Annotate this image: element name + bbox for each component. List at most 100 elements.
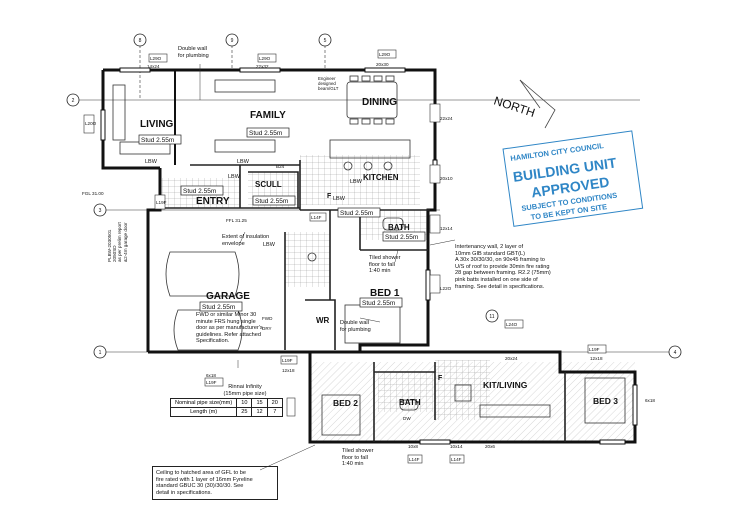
- tag-fwd: FWD: [262, 316, 273, 321]
- tag-size-6x18: 6x18: [206, 373, 216, 378]
- tag-l19f-bottom: L19F: [206, 380, 217, 385]
- stud-labels: Stud 2.55m Stud 2.55m Stud 2.55m Stud 2.…: [138, 127, 426, 312]
- note-garage-door: PLBW-2030501 2050SD as per prelim report…: [107, 222, 128, 262]
- table-cell: Nominal pipe size(mm): [169, 398, 238, 408]
- tag-l19f-entry: L19F: [156, 200, 167, 205]
- tag-l14f-corridor: L14F: [311, 215, 322, 220]
- note-ceiling-fire-rating: Ceiling to hatched area of GFL to be fir…: [152, 466, 278, 501]
- stud-bed1: Stud 2.55m: [362, 300, 395, 307]
- stud-corridor: Stud 2.55m: [340, 210, 373, 217]
- fire-rated-ceiling-zone: [310, 362, 635, 442]
- stud-bath-top: Stud 2.55m: [385, 234, 418, 241]
- tag-ffl: FFL 31.25: [226, 218, 247, 223]
- tag-size-living: 14x24: [147, 64, 160, 69]
- tag-l24o: L24O: [506, 322, 518, 327]
- room-label-bed1: BED 1: [370, 288, 400, 299]
- tag-size-family: 22x32: [256, 64, 269, 69]
- room-label-dining: DINING: [362, 97, 397, 108]
- tag-size-dining: 20x30: [376, 62, 389, 67]
- lbw-label-5: LBW: [333, 196, 346, 202]
- room-label-kit-living: KIT/LIVING: [483, 380, 528, 390]
- tag-dw: DW: [403, 416, 411, 421]
- tags: [83, 49, 607, 464]
- tag-l19f-bed2: L19F: [282, 358, 293, 363]
- stud-living: Stud 2.55m: [141, 137, 174, 144]
- table-cell: 20: [266, 398, 283, 408]
- north-label: NORTH: [492, 94, 537, 120]
- table-cell: 7: [266, 407, 283, 417]
- table-cell: Length (m): [169, 407, 238, 417]
- interior-walls: [160, 160, 566, 442]
- room-label-fridge-bottom: F: [438, 375, 443, 382]
- grid-label-4: 4: [674, 350, 677, 356]
- tag-size-20x24: 20x24: [505, 356, 518, 361]
- table-cell: 25: [236, 407, 253, 417]
- tag-l29o-living: L29O: [150, 56, 162, 61]
- room-label-scull: SCULL: [255, 180, 282, 189]
- tag-l19f-bed3: L19F: [589, 347, 600, 352]
- grid-label-5: 5: [324, 38, 327, 44]
- grid-label-9: 9: [231, 38, 234, 44]
- lbw-label-2: LBW: [237, 159, 250, 165]
- approval-stamp: HAMILTON CITY COUNCIL BUILDING UNIT APPR…: [502, 130, 644, 227]
- tag-l20o: L20O: [85, 121, 97, 126]
- grid-label-3: 3: [99, 208, 102, 214]
- room-label-fridge-top: F: [327, 193, 332, 200]
- lbw-labels: LBW LBW LBW LBW LBW LBW: [145, 159, 363, 248]
- lbw-label-6: LBW: [263, 242, 276, 248]
- room-label-living: LIVING: [140, 119, 174, 130]
- lbw-label-1: LBW: [145, 159, 158, 165]
- exterior-walls-top: [101, 68, 437, 354]
- lbw-label-4: LBW: [350, 179, 363, 185]
- exterior-walls-bottom: [308, 350, 637, 444]
- lbw-label-3: LBW: [228, 174, 241, 180]
- windows: [100, 67, 638, 445]
- room-label-bed2: BED 2: [333, 398, 358, 408]
- table-row: Nominal pipe size(mm) 10 15 20: [169, 398, 283, 408]
- grid-label-2: 2: [72, 98, 75, 104]
- tag-size-bed2: 12x18: [282, 368, 295, 373]
- table-cell: 10: [236, 398, 253, 408]
- tag-dry: DRY: [262, 326, 272, 331]
- tag-size-20x10: 20x10: [440, 176, 453, 181]
- note-tiled-shower-bottom: Tiled shower floor to fall 1:40 min: [342, 448, 374, 468]
- room-label-family: FAMILY: [250, 110, 286, 121]
- table-cell: 12: [251, 407, 268, 417]
- pipe-length-table: Nominal pipe size(mm) 10 15 20 Length (m…: [169, 398, 283, 417]
- tag-size-20x6: 20x6: [485, 444, 495, 449]
- grid-label-8: 8: [139, 38, 142, 44]
- tag-size-22x24: 22x24: [440, 116, 453, 121]
- tag-l14f-a: L14F: [409, 457, 420, 462]
- note-intertenancy-wall: Intertenancy wall, 2 layer of 10mm GIB s…: [455, 244, 551, 290]
- note-fire-door: FWD or similar Minor 30 minute FRS hung …: [196, 312, 263, 345]
- stud-entry: Stud 2.55m: [183, 188, 216, 195]
- tag-labels: L29O 14x24 L29O 22x32 L29O 20x30 FGL 31.…: [82, 52, 655, 462]
- stud-scull: Stud 2.55m: [255, 198, 288, 205]
- tag-l29o-dining: L29O: [379, 52, 391, 57]
- tag-size-10x14: 10x14: [450, 444, 463, 449]
- stud-family: Stud 2.55m: [249, 130, 282, 137]
- tag-b24: B24: [276, 164, 285, 169]
- grid-label-11: 11: [489, 314, 494, 320]
- grid-label-1: 1: [99, 350, 102, 356]
- north-arrow: NORTH: [492, 79, 556, 129]
- table-cell: 15: [251, 398, 268, 408]
- note-insulation: Extent of insulation envelope: [222, 234, 270, 247]
- tag-size-bed3: 12x18: [590, 356, 603, 361]
- tag-size-bed3-side: 6x18: [645, 398, 655, 403]
- tag-l22o: L22O: [440, 286, 452, 291]
- room-label-entry: ENTRY: [196, 196, 230, 207]
- room-label-bath-bottom: BATH: [399, 398, 421, 407]
- room-label-kitchen: KITCHEN: [363, 173, 399, 182]
- note-double-wall-top: Double wall for plumbing: [178, 46, 209, 59]
- note-double-wall-mid: Double wall for plumbing: [340, 320, 371, 333]
- leader-lines: [199, 64, 456, 471]
- tag-size-10x8: 10x8: [408, 444, 418, 449]
- note-rinnai: Rinnai Infinity (15mm pipe size): [223, 384, 267, 397]
- room-label-wr: WR: [316, 316, 330, 325]
- room-label-garage: GARAGE: [206, 291, 250, 302]
- room-label-bed3: BED 3: [593, 396, 618, 406]
- grid-markers: 8 9 5 2 3 1 11 4: [66, 33, 682, 359]
- tag-l29o-family: L29O: [259, 56, 271, 61]
